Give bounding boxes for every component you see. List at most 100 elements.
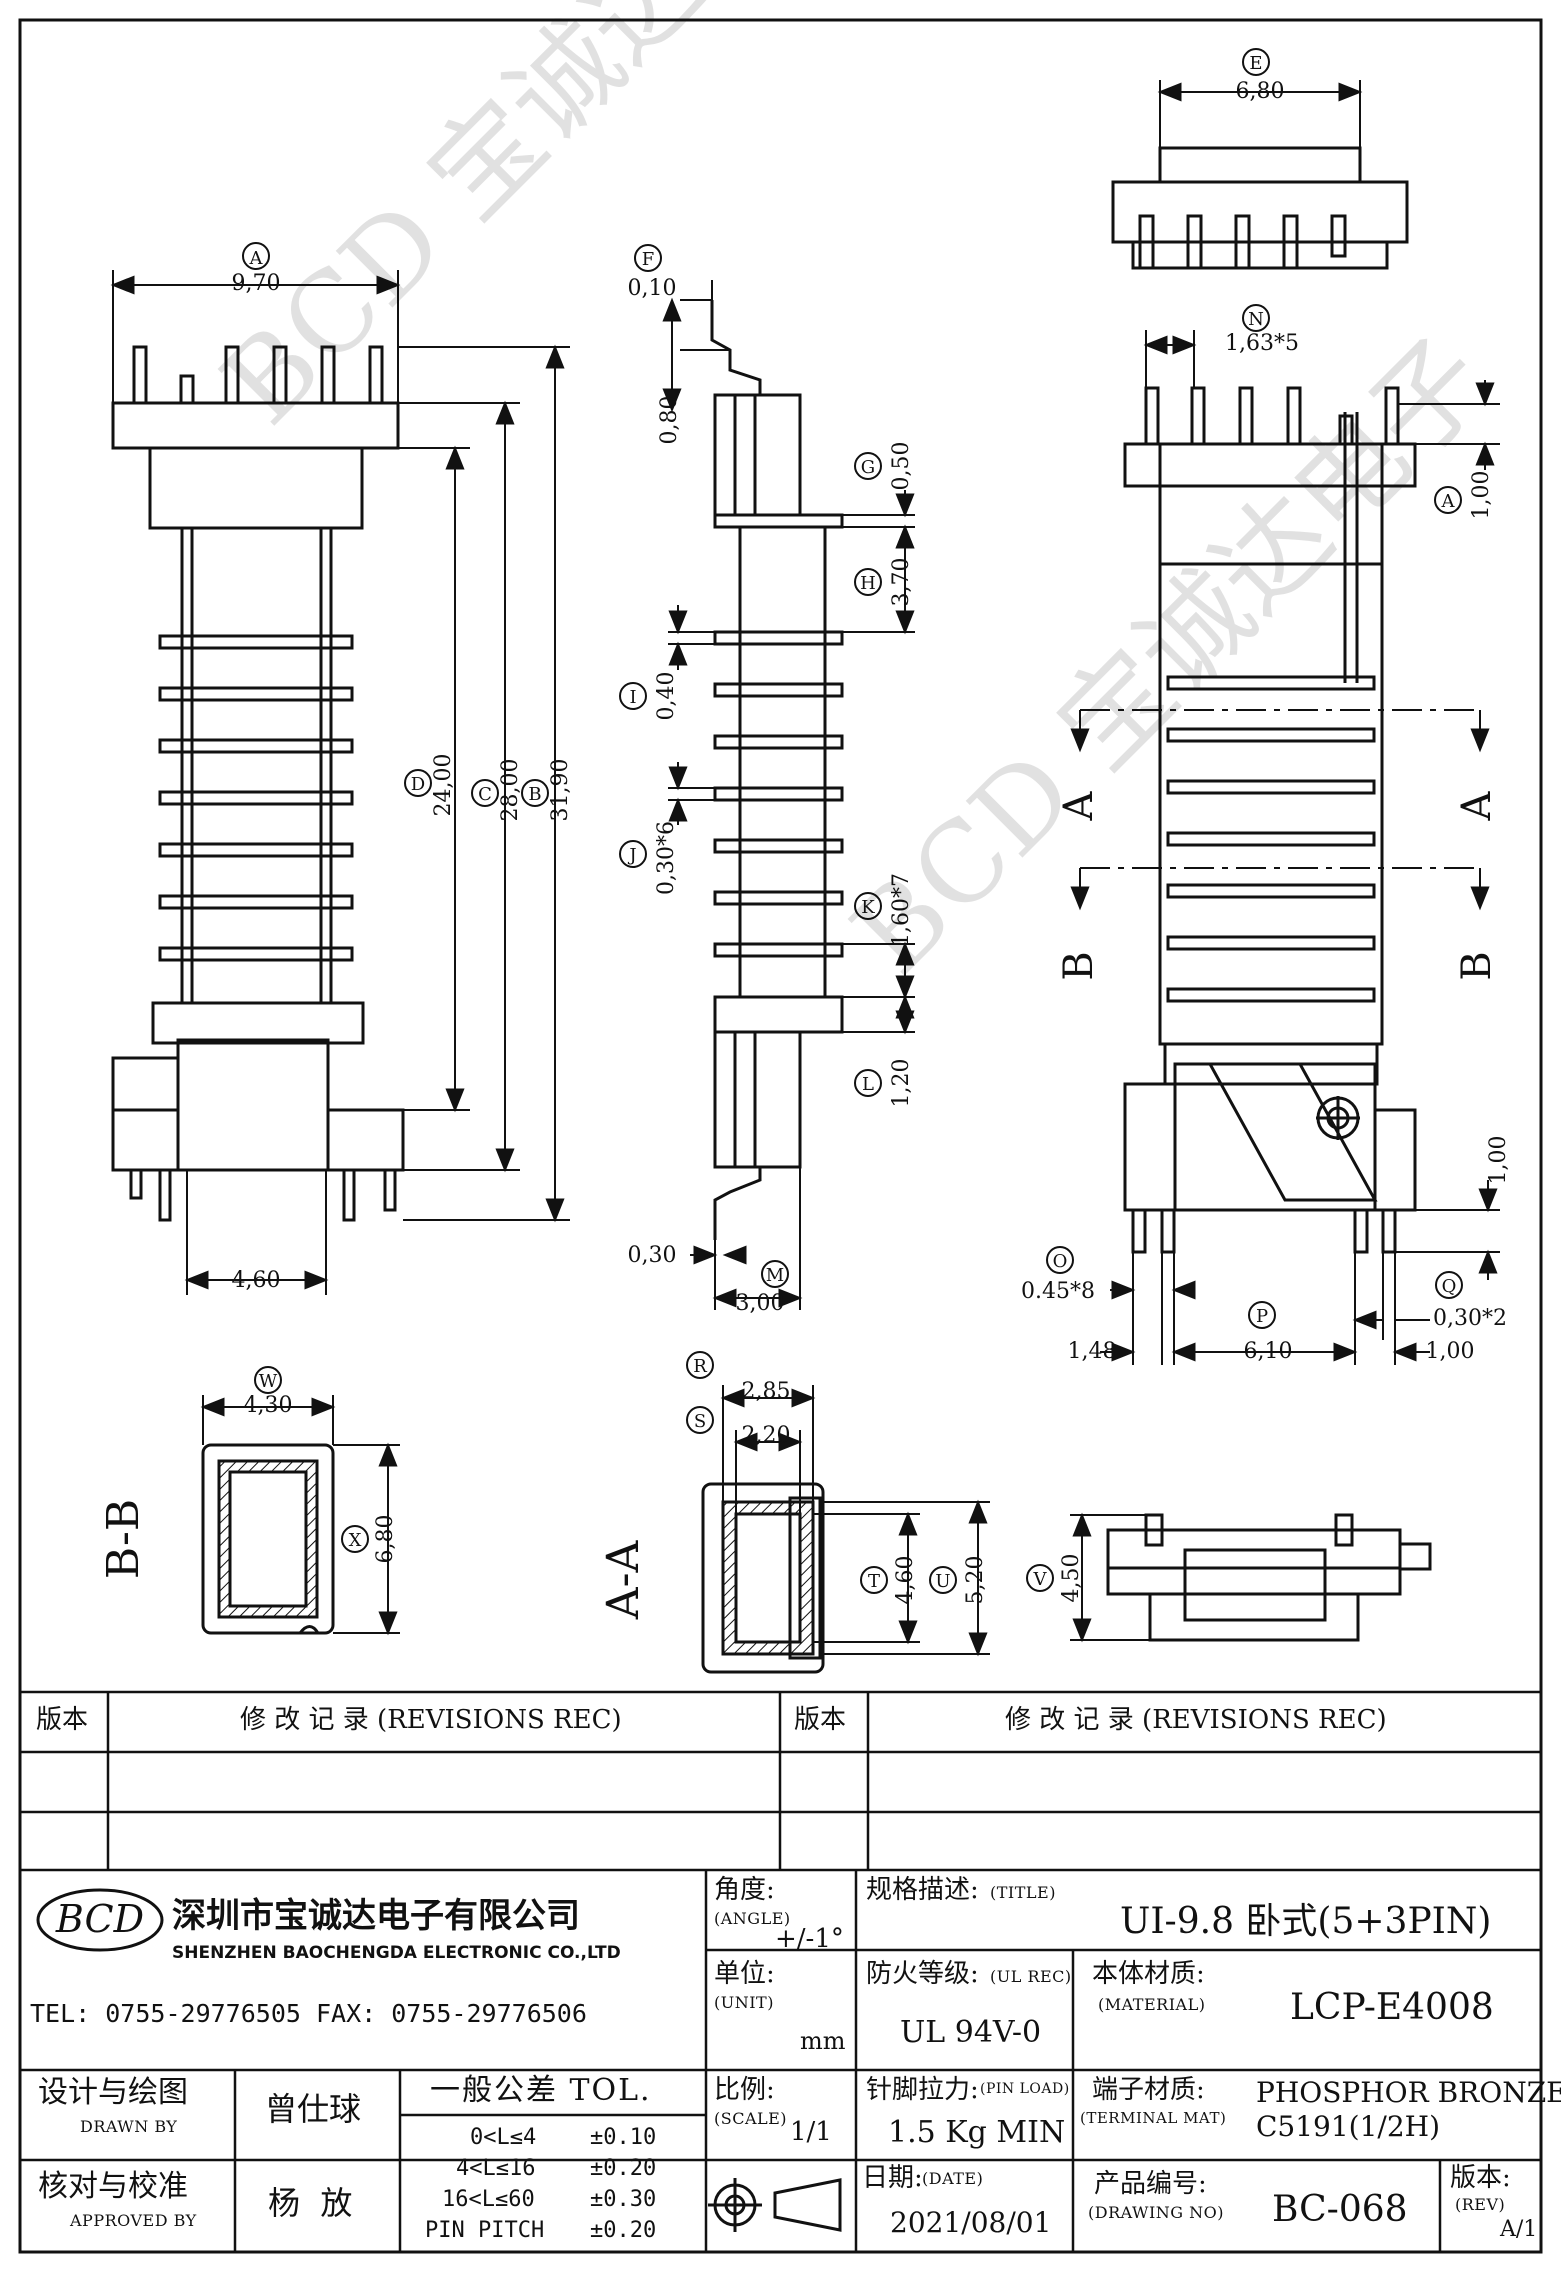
terminal-value-2: C5191(1/2H) — [1256, 2110, 1441, 2143]
drawing-no-label-en: (DRAWING NO) — [1088, 2203, 1225, 2222]
date-value: 2021/08/01 — [890, 2206, 1052, 2239]
dim-q-v: 1,00 — [1486, 1136, 1511, 1185]
label-V: V — [1033, 1569, 1048, 1590]
tolerance-value-3: ±0.30 — [590, 2187, 657, 2212]
section-bb — [201, 1443, 335, 1635]
side-view-dim-text: F 0,10 0,80 G 0,50 H 3,70 I 0,40 J 0,30*… — [619, 244, 914, 1316]
dim-K: 1,60*7 — [889, 873, 914, 947]
label-I: I — [629, 687, 636, 708]
angle-label-en: (ANGLE) — [714, 1909, 791, 1928]
rev-header-left: 版本 — [36, 1705, 89, 1735]
side-view — [710, 300, 844, 1240]
dim-B: 31,90 — [548, 759, 573, 822]
ul-value: UL 94V-0 — [900, 2015, 1042, 2050]
front-view-dim-text: A 9,70 B 31,90 C 28,00 D 24,00 4,60 — [232, 242, 573, 1293]
label-B: B — [528, 784, 541, 805]
main-right-view — [1123, 386, 1417, 1254]
approver-label-en: APPROVED BY — [70, 2211, 197, 2230]
label-W: W — [259, 1371, 278, 1392]
dim-A: 9,70 — [232, 271, 281, 296]
label-H: H — [860, 573, 876, 594]
section-aa — [701, 1482, 825, 1674]
main-right-dim-text: N 1,63*5 A 1,00 A A B B 1,00 O 0.45*8 Q … — [1021, 304, 1511, 1364]
tolerance-value-1: ±0.10 — [590, 2125, 657, 2150]
dim-Q: 0,30*2 — [1433, 1306, 1507, 1331]
rev-label: 版本: — [1450, 2163, 1511, 2193]
dim-S: 2,20 — [742, 1423, 791, 1448]
dim-G: 0,50 — [889, 442, 914, 491]
dim-C: 28,00 — [498, 759, 523, 822]
dim-W: 4,30 — [244, 1393, 293, 1418]
section-bb-label: B-B — [98, 1499, 149, 1579]
section-aa-dims — [720, 1385, 990, 1657]
dim-M: 3,00 — [736, 1291, 785, 1316]
dim-I: 0,40 — [654, 672, 679, 721]
material-label-en: (MATERIAL) — [1098, 1995, 1206, 2014]
title-block-grid — [20, 1690, 1541, 2252]
section-a-right: A — [1454, 790, 1500, 821]
company-logo: BCD — [36, 1888, 164, 1952]
section-bb-text: W 4,30 X 6,80 B-B — [98, 1366, 398, 1579]
tolerance-header: 一般公差 TOL. — [430, 2073, 652, 2108]
company-name-en: SHENZHEN BAOCHENGDA ELECTRONIC CO.,LTD — [172, 1943, 621, 1963]
label-T: T — [868, 1571, 880, 1592]
terminal-label: 端子材质: — [1092, 2075, 1205, 2105]
section-aa-text: R 2,85 S 2,20 T 4,60 U 5,20 A-A — [598, 1351, 988, 1620]
dim-F: 0,10 — [628, 276, 677, 301]
front-view — [111, 345, 405, 1222]
bottom-view-text: V 4,50 — [1026, 1554, 1084, 1603]
top-view-dim-text: E 6,80 — [1236, 48, 1284, 104]
approver-name: 杨 放 — [268, 2184, 353, 2222]
unit-label: 单位: — [714, 1959, 775, 1989]
label-L: L — [862, 1074, 874, 1095]
label-A2: A — [1441, 491, 1456, 512]
projection-symbol — [708, 2178, 842, 2232]
title-label: 规格描述: — [866, 1875, 979, 1905]
ul-label: 防火等级: — [866, 1959, 979, 1989]
contact-line: TEL: 0755-29776505 FAX: 0755-29776506 — [30, 1999, 587, 2028]
tolerance-value-2: ±0.20 — [590, 2156, 657, 2181]
rev-header-right: 版本 — [794, 1705, 847, 1735]
pin-load-label-en: (PIN LOAD) — [980, 2081, 1070, 2097]
label-C: C — [478, 784, 492, 805]
dim-V: 4,50 — [1059, 1554, 1084, 1603]
rev-label-en: (REV) — [1455, 2195, 1506, 2214]
label-G: G — [861, 457, 875, 478]
tolerance-range-1: 0<L≤4 — [470, 2125, 537, 2150]
section-a-left: A — [1056, 790, 1102, 821]
dim-R: 2,85 — [742, 1379, 791, 1404]
label-K: K — [861, 897, 875, 918]
dim-P: 6,10 — [1244, 1339, 1293, 1364]
watermark-text: BCD 宝诚达电子 — [198, 0, 883, 448]
label-M: M — [766, 1265, 784, 1286]
label-X: X — [349, 1530, 362, 1551]
label-D: D — [411, 774, 425, 795]
label-J: J — [627, 845, 636, 866]
rev-value: A/1 — [1500, 2217, 1538, 2242]
date-label: 日期: — [862, 2163, 923, 2193]
drawing-no-value: BC-068 — [1272, 2189, 1408, 2230]
label-U: U — [935, 1571, 950, 1592]
label-O: O — [1053, 1251, 1068, 1272]
dim-L: 1,20 — [889, 1059, 914, 1108]
pin-load-value: 1.5 Kg MIN — [888, 2115, 1066, 2150]
dim-O: 0.45*8 — [1021, 1279, 1095, 1304]
material-value: LCP-E4008 — [1290, 1987, 1494, 2028]
title-value: UI-9.8 卧式(5+3PIN) — [1120, 1901, 1492, 1942]
rev-record-left: 修 改 记 录 (REVISIONS REC) — [240, 1705, 622, 1735]
dim-n-a: 1,00 — [1469, 471, 1494, 520]
watermark: BCD 宝诚达电子 — [198, 0, 883, 448]
dim-p-right: 1,00 — [1426, 1339, 1475, 1364]
label-S: S — [694, 1411, 706, 1432]
dim-base: 4,60 — [232, 1268, 281, 1293]
pin-load-label: 针脚拉力: — [866, 2075, 979, 2105]
dim-H: 3,70 — [889, 558, 914, 607]
section-b-right: B — [1454, 951, 1500, 980]
logo-text: BCD — [55, 1897, 144, 1941]
main-right-dims — [1070, 330, 1500, 1365]
label-Q: Q — [1442, 1276, 1457, 1297]
material-label: 本体材质: — [1092, 1959, 1205, 1989]
date-label-en: (DATE) — [922, 2169, 984, 2188]
designer-label: 设计与绘图 — [38, 2075, 188, 2110]
